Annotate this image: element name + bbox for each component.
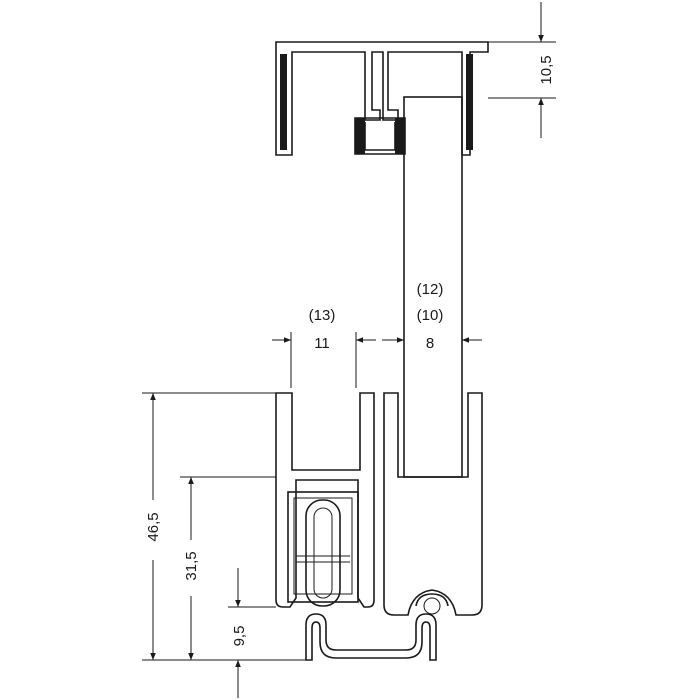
total-height-label: 46,5 — [145, 512, 162, 541]
left-slot-width-alt-label: (13) — [309, 307, 336, 324]
dimension-bottom-height: 9,5 — [228, 568, 306, 698]
top-height-label: 10,5 — [538, 55, 555, 84]
right-slot-width-alt1-label: (12) — [417, 281, 444, 298]
left-slot-width-label: 11 — [314, 335, 330, 352]
bottom-height-label: 9,5 — [231, 626, 248, 647]
floor-rail-profile — [305, 613, 437, 661]
right-slot-width-alt2-label: (10) — [417, 307, 444, 324]
bottom-carrier-profile — [275, 392, 483, 616]
dimension-top-height: 10,5 — [488, 2, 556, 138]
dimension-right-slot-width: (12) (10) 8 — [382, 281, 482, 352]
right-slot-width-label: 8 — [426, 335, 434, 352]
dimension-mid-height: 31,5 — [180, 476, 276, 660]
dimension-total-height: 46,5 — [142, 392, 306, 661]
mid-height-label: 31,5 — [183, 551, 200, 580]
top-track-profile — [275, 41, 489, 156]
dimension-left-slot-width: (13) 11 — [272, 307, 376, 388]
